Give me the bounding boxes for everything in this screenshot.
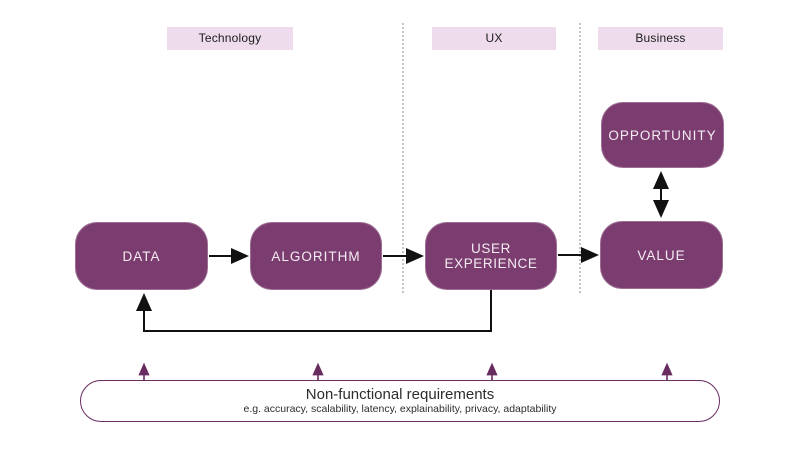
node-data: DATA bbox=[75, 222, 208, 290]
non-functional-requirements-examples: e.g. accuracy, scalability, latency, exp… bbox=[243, 403, 557, 415]
node-value: VALUE bbox=[600, 221, 723, 289]
feedback-arrow-userexperience-to-data bbox=[136, 290, 492, 332]
non-functional-requirements-title: Non-functional requirements bbox=[305, 386, 495, 403]
lane-label-business: Business bbox=[598, 27, 723, 50]
non-functional-requirements-box: Non-functional requirements e.g. accurac… bbox=[80, 380, 720, 422]
lane-divider-technology-ux bbox=[402, 23, 404, 293]
lane-label-ux: UX bbox=[432, 27, 556, 50]
lane-divider-ux-business bbox=[579, 23, 581, 293]
node-opportunity: OPPORTUNITY bbox=[601, 102, 724, 168]
node-user-experience: USER EXPERIENCE bbox=[425, 222, 557, 290]
lane-label-technology: Technology bbox=[167, 27, 293, 50]
node-algorithm: ALGORITHM bbox=[250, 222, 382, 290]
